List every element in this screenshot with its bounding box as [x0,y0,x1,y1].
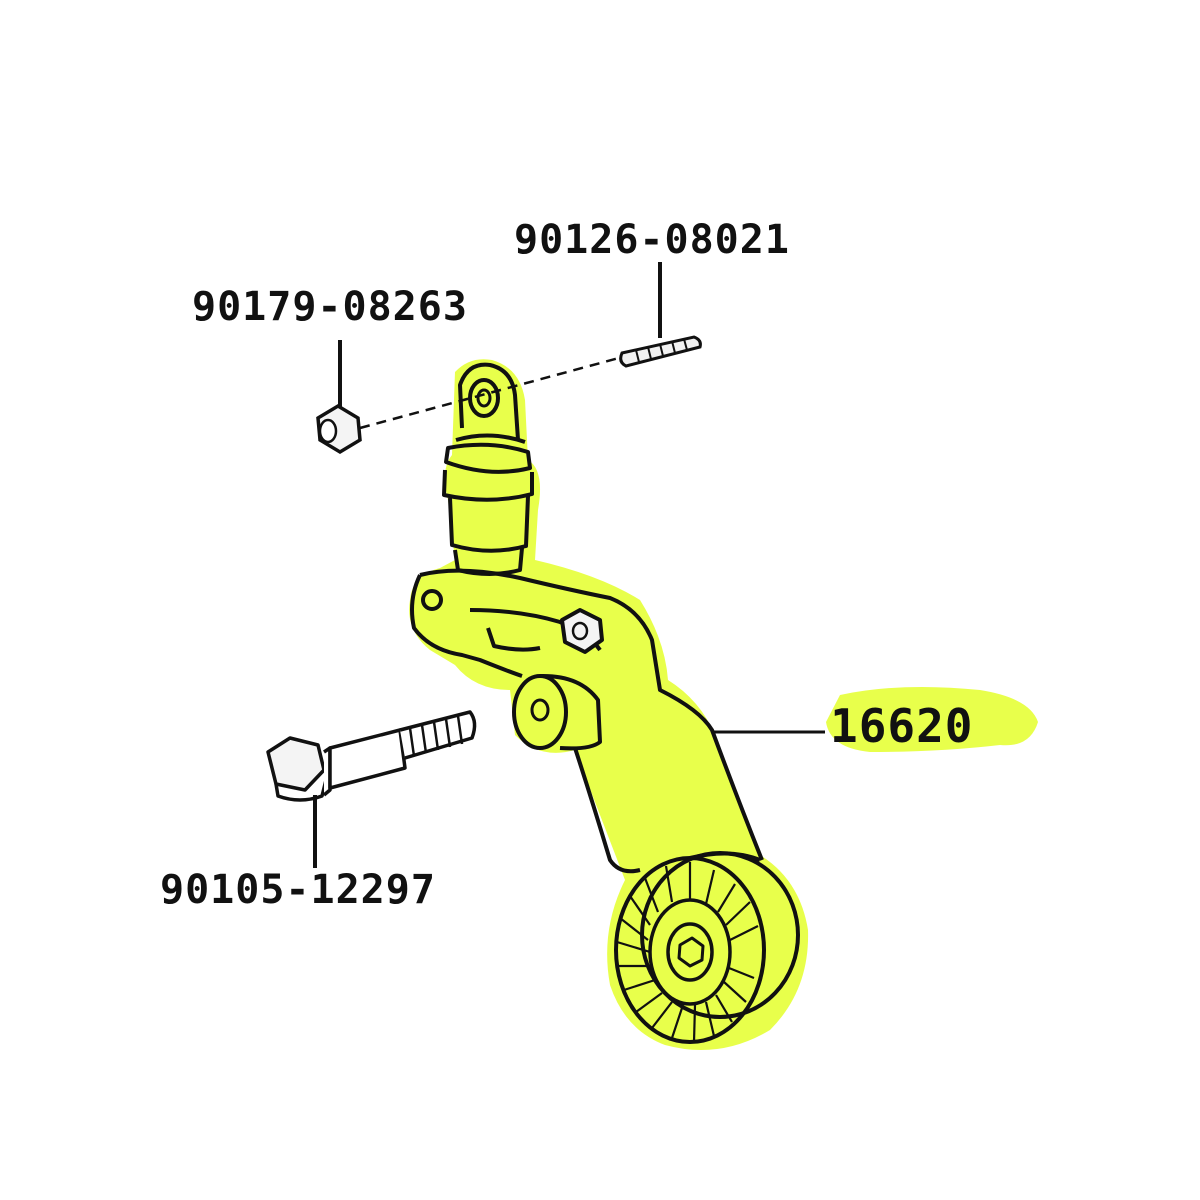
part-number-tensioner: 16620 [830,699,974,753]
label-highlight [826,686,1038,752]
part-number-stud-bolt: 90126-08021 [514,217,790,263]
part-number-nut: 90179-08263 [192,284,468,330]
tensioner-highlight [409,359,809,1050]
nut-icon [316,403,362,455]
part-number-flange-bolt: 90105-12297 [160,867,436,913]
stud-bolt-icon [619,335,702,368]
assembly-axis-line [359,353,631,430]
belt-tensioner-assembly-icon [410,362,800,1044]
leader-lines [313,262,825,868]
flange-bolt-icon [266,710,477,802]
highlight-marks [409,359,1038,1050]
